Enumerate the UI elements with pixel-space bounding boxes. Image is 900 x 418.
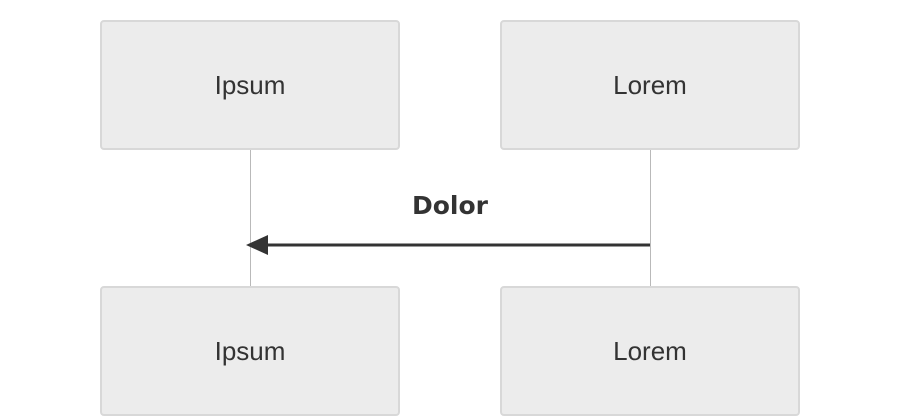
participant-label: Lorem xyxy=(613,70,687,100)
lifeline-ipsum xyxy=(250,150,251,286)
participant-label: Ipsum xyxy=(214,336,286,366)
participant-lorem-top: Lorem xyxy=(500,20,800,150)
participant-lorem-bottom: Lorem xyxy=(500,286,800,416)
participant-label: Lorem xyxy=(613,336,687,366)
participant-ipsum-top: Ipsum xyxy=(100,20,400,150)
participant-ipsum-bottom: Ipsum xyxy=(100,286,400,416)
lifeline-lorem xyxy=(650,150,651,286)
participant-label: Ipsum xyxy=(214,70,286,100)
message-label: Dolor xyxy=(411,191,488,220)
